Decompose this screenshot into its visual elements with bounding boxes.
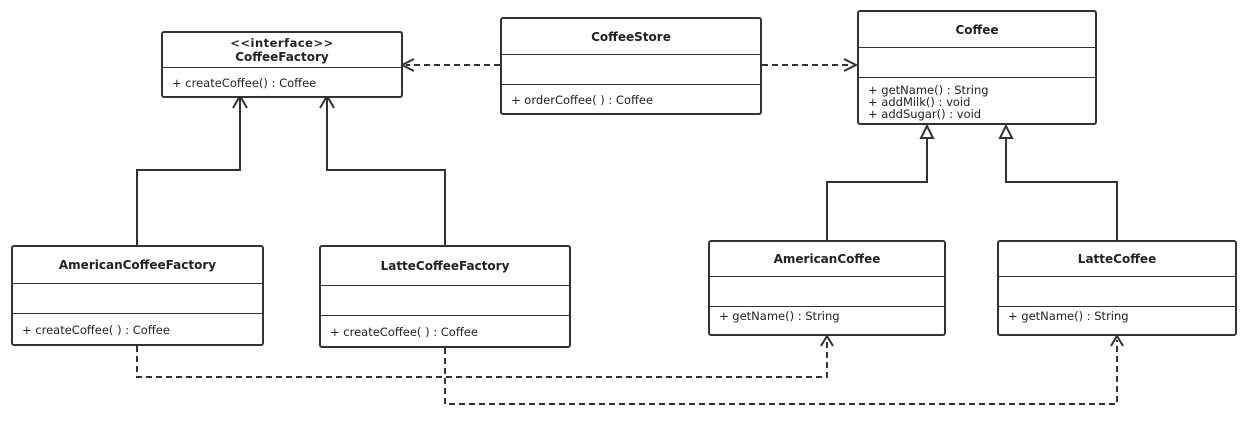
operation: + createCoffee( ) : Coffee	[330, 325, 478, 339]
arrowhead-hollow-triangle	[998, 123, 1014, 139]
operation: + getName() : String	[1008, 309, 1129, 323]
operation: + getName() : String	[868, 83, 989, 97]
attributes-section	[502, 54, 760, 84]
class-header: AmericanCoffee	[710, 242, 944, 276]
attributes-section	[321, 285, 569, 315]
operation: + addSugar() : void	[868, 107, 982, 121]
class-header: Coffee	[859, 12, 1095, 47]
attributes-section	[710, 276, 944, 306]
attributes-section	[999, 276, 1235, 306]
operations-section: + orderCoffee( ) : Coffee	[502, 84, 760, 115]
realization-american-factory	[136, 98, 241, 246]
operation: + createCoffee() : Coffee	[172, 76, 317, 90]
dependency-arrowhead	[843, 58, 859, 72]
generalization-american-coffee	[826, 138, 928, 240]
class-header: LatteCoffee	[999, 242, 1235, 276]
attributes-section	[859, 47, 1095, 77]
operation: + getName() : String	[719, 309, 840, 323]
operations-section: + createCoffee( ) : Coffee	[321, 315, 569, 348]
class-coffee[interactable]: Coffee + getName() : String + addMilk() …	[857, 10, 1097, 125]
class-name: LatteCoffee	[1077, 252, 1157, 266]
class-name: Coffee	[955, 23, 999, 37]
class-latte-coffee-factory[interactable]: LatteCoffeeFactory + createCoffee( ) : C…	[319, 245, 571, 348]
dependency-american-factory-to-coffee	[136, 340, 828, 378]
realization-latte-factory	[326, 98, 446, 246]
class-name: CoffeeFactory	[235, 50, 329, 64]
arrowhead-hollow-triangle	[919, 123, 935, 139]
class-coffee-store[interactable]: CoffeeStore + orderCoffee( ) : Coffee	[500, 17, 762, 115]
class-american-coffee[interactable]: AmericanCoffee + getName() : String	[708, 240, 946, 336]
class-name: AmericanCoffeeFactory	[58, 258, 217, 272]
class-header: <<interface>> CoffeeFactory	[163, 33, 401, 67]
class-header: CoffeeStore	[502, 19, 760, 54]
class-latte-coffee[interactable]: LatteCoffee + getName() : String	[997, 240, 1237, 336]
operations-section: + getName() : String + addMilk() : void …	[859, 77, 1095, 125]
class-coffee-factory[interactable]: <<interface>> CoffeeFactory + createCoff…	[161, 31, 403, 98]
class-header: LatteCoffeeFactory	[321, 247, 569, 285]
stereotype-label: <<interface>>	[230, 36, 334, 50]
dependency-arrowhead	[820, 334, 834, 347]
operation: + createCoffee( ) : Coffee	[22, 323, 170, 337]
class-name: CoffeeStore	[591, 30, 671, 44]
dependency-latte-factory-to-coffee	[444, 340, 1118, 405]
operation: + addMilk() : void	[868, 95, 971, 109]
class-name: AmericanCoffee	[773, 252, 881, 266]
attributes-section	[13, 283, 262, 313]
operations-section: + createCoffee() : Coffee	[163, 67, 401, 98]
operations-section: + getName() : String	[999, 306, 1235, 336]
operations-section: + createCoffee( ) : Coffee	[13, 313, 262, 346]
class-american-coffee-factory[interactable]: AmericanCoffeeFactory + createCoffee( ) …	[11, 245, 264, 346]
dependency-arrowhead	[1110, 334, 1124, 347]
operations-section: + getName() : String	[710, 306, 944, 336]
class-header: AmericanCoffeeFactory	[13, 247, 262, 283]
class-name: LatteCoffeeFactory	[380, 259, 510, 273]
operation: + orderCoffee( ) : Coffee	[511, 93, 654, 107]
generalization-latte-coffee	[1005, 138, 1118, 240]
